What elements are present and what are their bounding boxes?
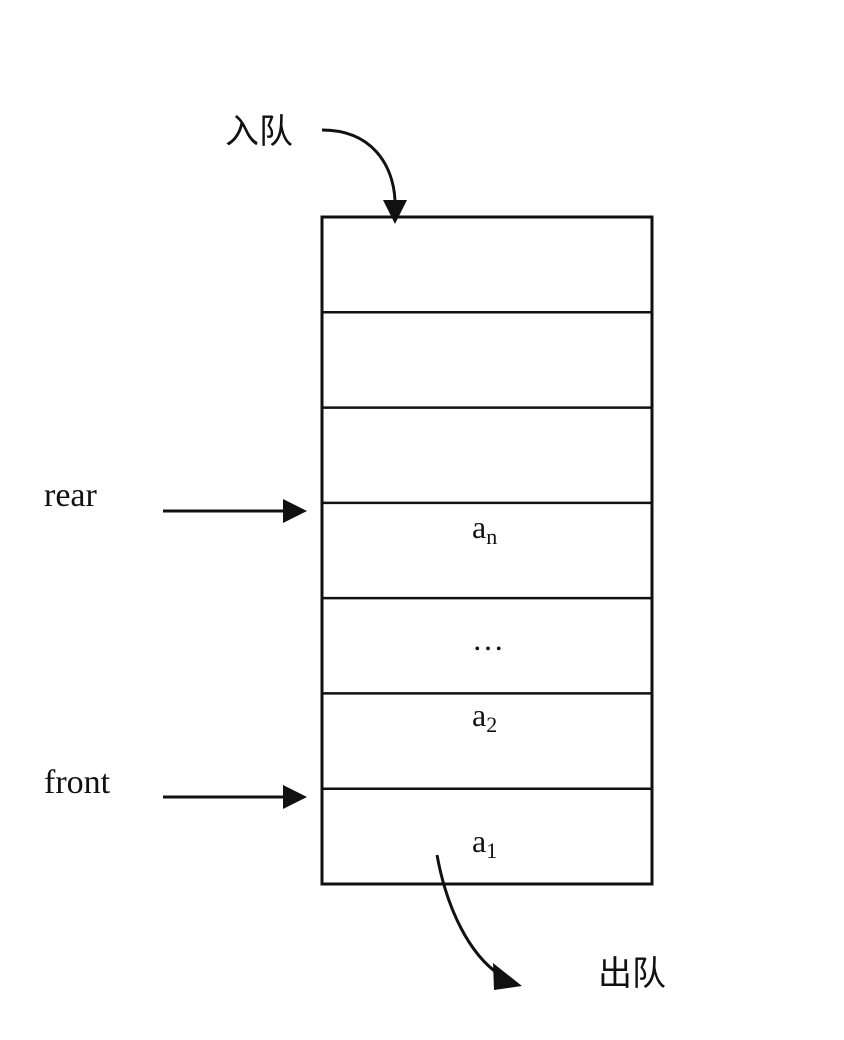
dequeue-label: 出队 (598, 955, 666, 993)
enqueue-arrow (321, 128, 397, 201)
queue-slot-4-label: … (472, 621, 504, 657)
queue-slot-5-label: a2 (472, 697, 497, 737)
enqueue-arrowhead (383, 200, 407, 224)
dequeue-arrowhead (493, 963, 522, 990)
dequeue-arrow (435, 854, 501, 977)
queue-slot-3-label: an (472, 509, 497, 549)
queue-body: an … a2 a1 (320, 215, 654, 886)
queue-slot-6-subscript: 1 (486, 838, 497, 863)
front-arrowhead (283, 785, 307, 809)
front-label: front (44, 764, 111, 801)
enqueue-label: 入队 (225, 114, 293, 151)
rear-label: rear (44, 477, 98, 514)
queue-slot-3-subscript: n (486, 524, 497, 549)
rear-arrowhead (283, 499, 307, 523)
queue-slot-5-subscript: 2 (486, 712, 497, 737)
queue-outline (320, 215, 654, 886)
queue-slot-6-label: a1 (472, 823, 497, 863)
